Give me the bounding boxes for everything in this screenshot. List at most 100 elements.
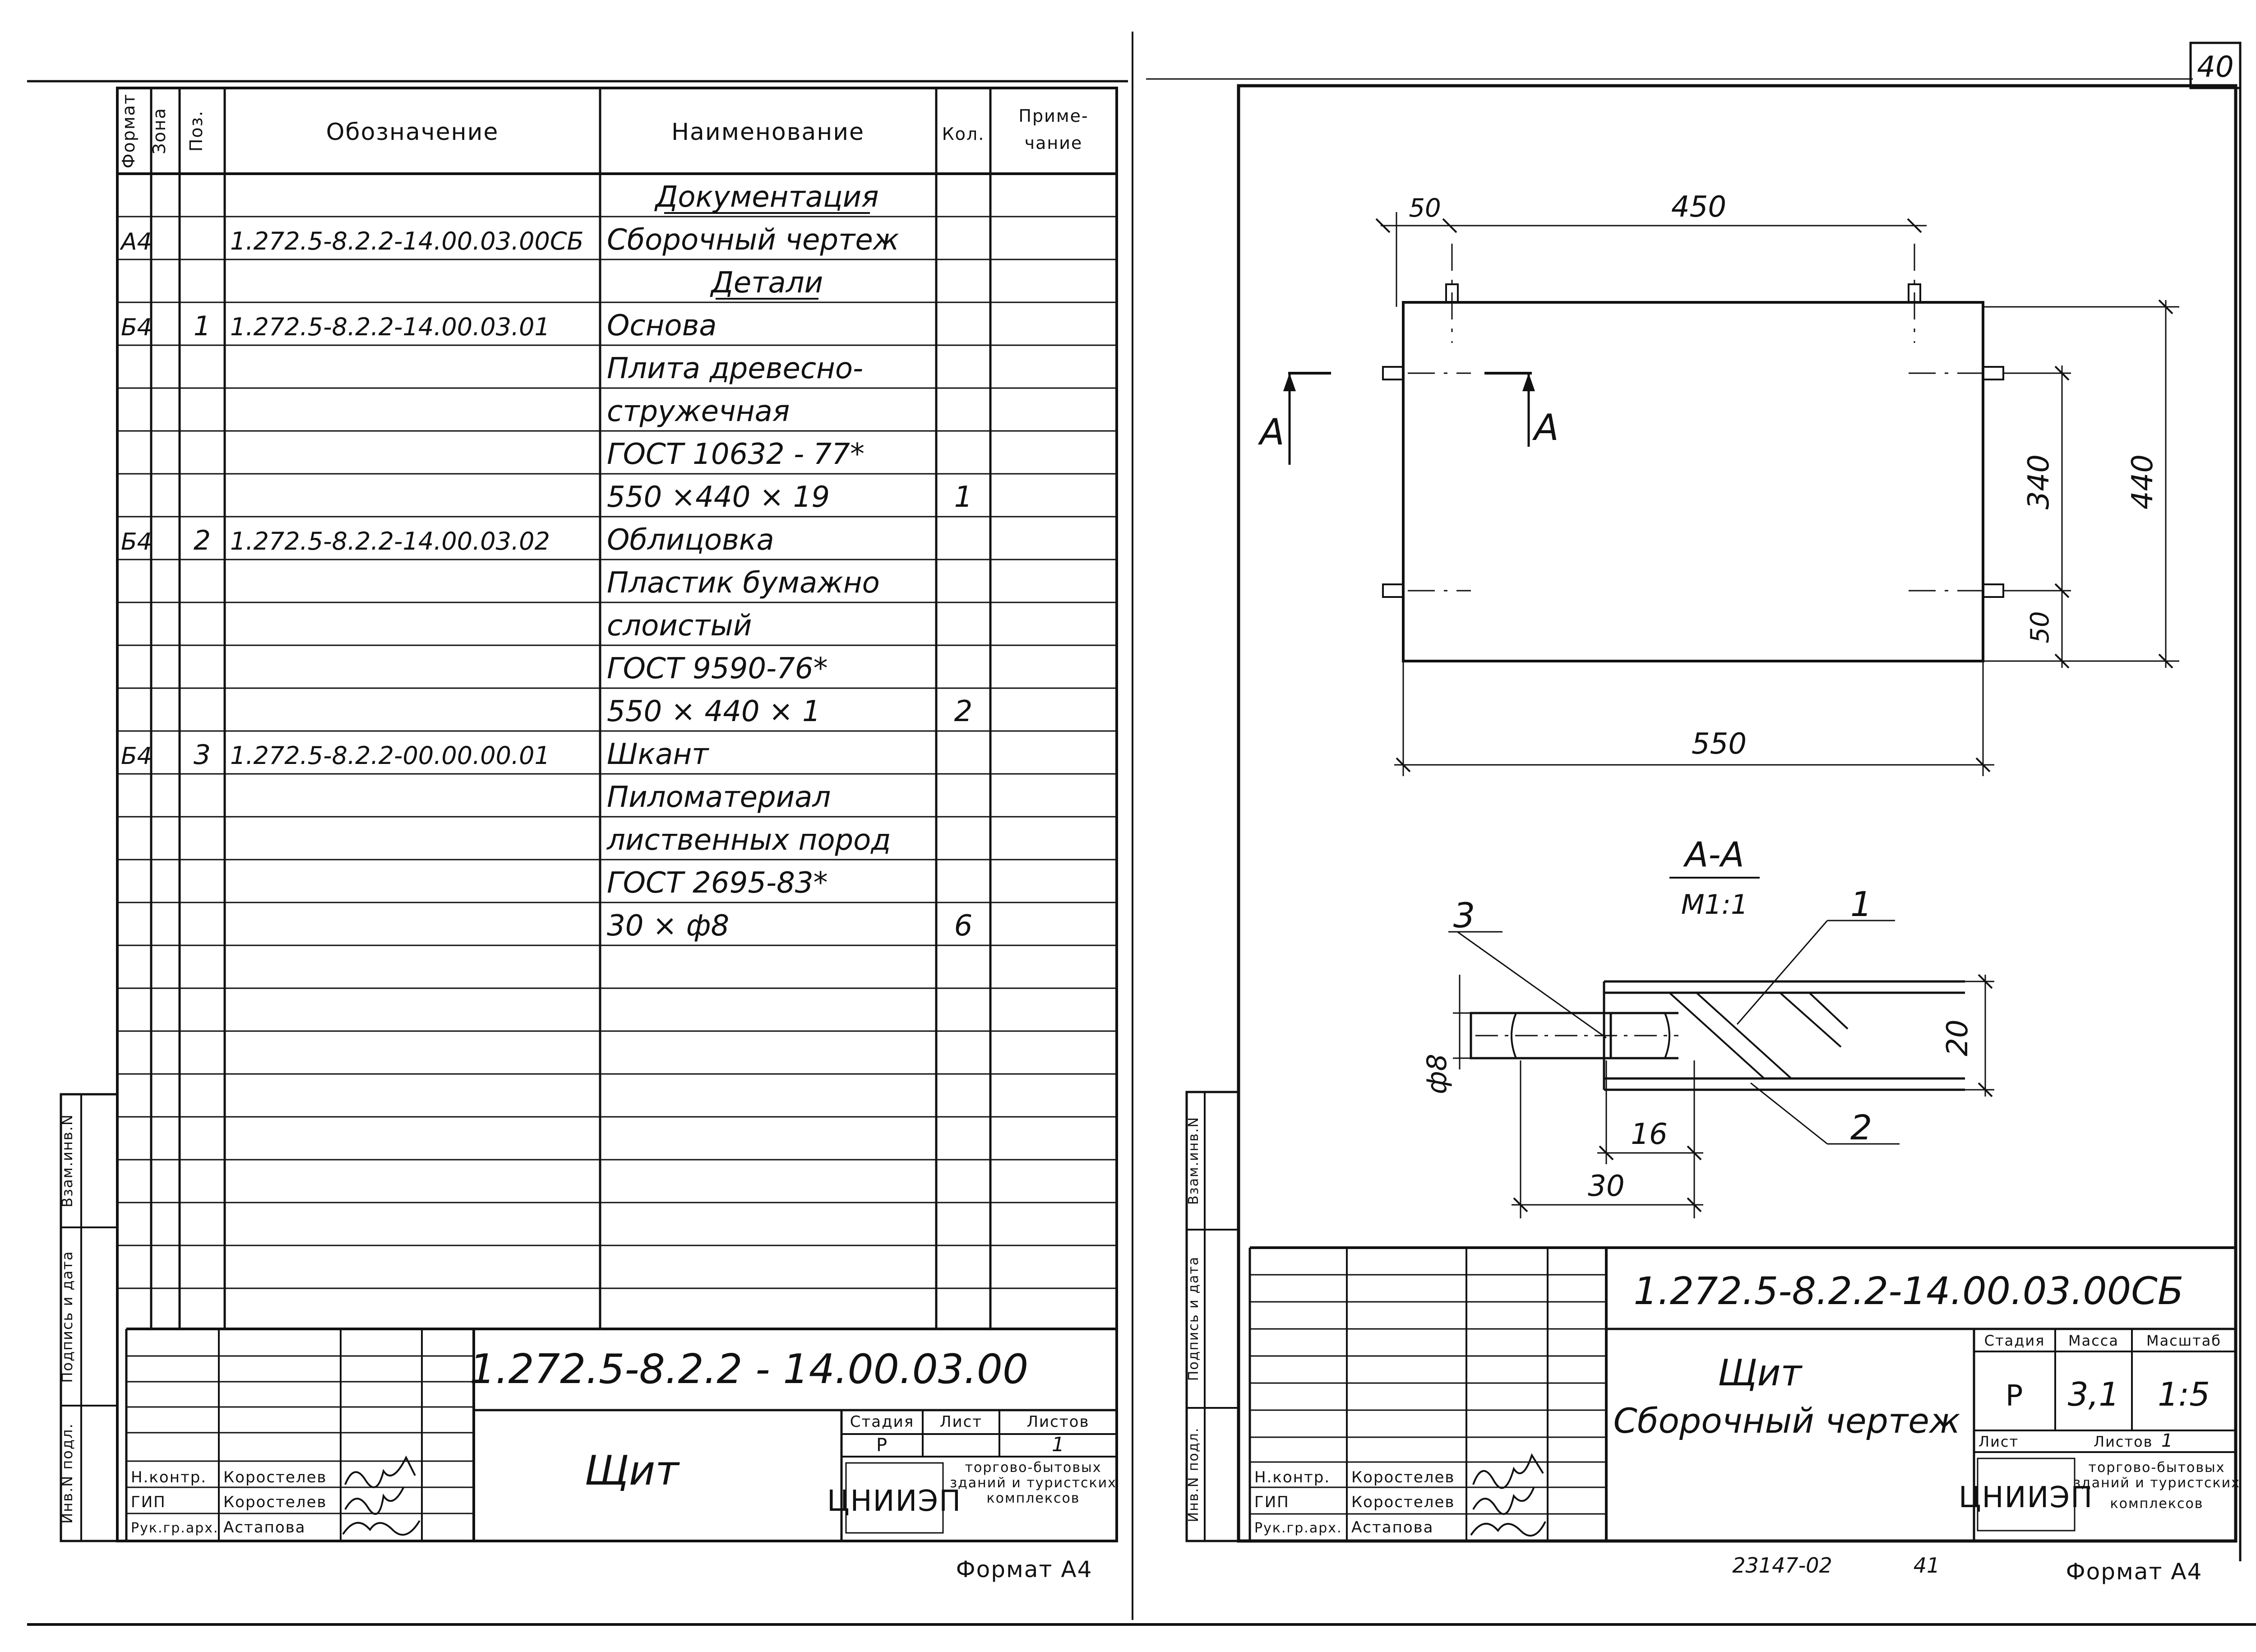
- asm-stage-label: Стадия: [1984, 1332, 2045, 1349]
- spec-row-format: А4: [120, 228, 152, 255]
- spec-row-name: слоистый: [607, 609, 752, 643]
- callout-1: 1: [1850, 884, 1872, 924]
- spec-org-line3: комплексов: [986, 1490, 1080, 1506]
- spec-side-label-replace: Взам.инв.N: [59, 1114, 76, 1208]
- spec-title-code: 1.272.5-8.2.2 - 14.00.03.00: [470, 1346, 1029, 1393]
- dowel-right-upper: [1982, 366, 2004, 380]
- spec-row-name: ГОСТ 10632 - 77*: [607, 438, 864, 471]
- asm-org-line3: комплексов: [2110, 1496, 2203, 1512]
- asm-org-logo: ЦНИИЭП: [1959, 1481, 2093, 1514]
- spec-row-name: Плита древесно-: [607, 352, 863, 385]
- section-arrow-right: [1522, 373, 1535, 391]
- spec-row-name: стружечная: [607, 395, 790, 428]
- asm-signature-2: [1472, 1486, 1535, 1515]
- spec-stage-value: Р: [876, 1435, 888, 1456]
- spec-frame: [116, 87, 1118, 1542]
- spec-row-name: Пластик бумажно: [607, 566, 880, 600]
- spec-row-name: Пиломатериал: [607, 781, 831, 814]
- archive-number: 23147-02: [1732, 1553, 1832, 1578]
- asm-title-code: 1.272.5-8.2.2-14.00.03.00СБ: [1634, 1269, 2184, 1313]
- asm-staff-name-3: Астапова: [1351, 1518, 1434, 1536]
- section-title: А-А: [1683, 834, 1744, 875]
- asm-mass-label: Масса: [2068, 1332, 2119, 1349]
- signature-3: [342, 1520, 421, 1536]
- spec-org-line1: торгово-бытовых: [965, 1460, 1102, 1476]
- asm-side-label-original: Инв.N подл.: [1186, 1427, 1202, 1522]
- spec-staff-name-3: Астапова: [223, 1518, 306, 1536]
- dim-450: 450: [1671, 190, 1726, 224]
- asm-stage-value: Р: [2006, 1379, 2024, 1413]
- spec-row-name: ГОСТ 9590-76*: [607, 652, 828, 685]
- assembly-title-block: 1.272.5-8.2.2-14.00.03.00СБ Щит Сборочны…: [1248, 1246, 2240, 1541]
- spec-sheet-label: Лист: [940, 1413, 982, 1431]
- spec-row-position: 1: [194, 310, 211, 342]
- dim-340: 340: [2022, 454, 2056, 509]
- dim-550: 550: [1692, 727, 1747, 761]
- asm-staff-role-3: Рук.гр.арх.: [1254, 1520, 1342, 1536]
- asm-format-caption: Формат А4: [2066, 1559, 2203, 1585]
- spec-staff-role-1: Н.контр.: [131, 1468, 207, 1486]
- spec-sheets-label: Листов: [1026, 1413, 1089, 1431]
- panel-outline: [1402, 301, 1984, 662]
- spec-row-name: Сборочный чертеж: [607, 223, 899, 257]
- spec-stage-label: Стадия: [850, 1413, 914, 1431]
- section-scale: М1:1: [1681, 889, 1748, 921]
- spec-row-name: 30 × ф8: [607, 909, 729, 943]
- dim-50-top: 50: [1409, 194, 1441, 223]
- spec-row-quantity: 2: [954, 695, 973, 728]
- spec-row-position: 3: [194, 739, 211, 771]
- header-position: Поз.: [186, 110, 206, 152]
- callout-3: 3: [1453, 895, 1475, 935]
- callout-2: 2: [1850, 1107, 1872, 1148]
- asm-mass-value: 3,1: [2068, 1375, 2120, 1413]
- spec-staff-role-2: ГИП: [131, 1493, 166, 1511]
- section-dim-30: 30: [1588, 1170, 1624, 1203]
- dowel-left-upper: [1382, 366, 1404, 380]
- spec-row-format: Б4: [121, 743, 152, 770]
- assembly-side-strip: Взам.инв.N Подпись и дата Инв.N подл.: [1185, 1091, 1240, 1542]
- spec-row-quantity: 1: [954, 481, 973, 514]
- spec-row-format: Б4: [121, 314, 152, 341]
- spec-row-designation: 1.272.5-8.2.2-14.00.03.00СБ: [230, 227, 584, 255]
- spec-row-position: 2: [194, 525, 211, 556]
- signature-1: [344, 1455, 416, 1488]
- header-format: Формат: [119, 93, 139, 168]
- spec-org-logo-box: [845, 1462, 944, 1534]
- spec-row-name: Документация: [654, 180, 878, 214]
- sheet-number-box: [2189, 42, 2242, 89]
- asm-title-name-line2: Сборочный чертеж: [1613, 1401, 1960, 1441]
- spec-side-label-signature: Подпись и дата: [59, 1250, 76, 1383]
- dowel-left-lower: [1382, 583, 1404, 598]
- asm-sheets-value: 1: [2161, 1430, 2173, 1451]
- spec-format-caption: Формат А4: [956, 1556, 1093, 1583]
- asm-scale-value: 1:5: [2158, 1375, 2210, 1413]
- spec-row-designation: 1.272.5-8.2.2-00.00.00.01: [230, 741, 550, 770]
- asm-sheet-label: Лист: [1979, 1433, 2019, 1450]
- page-number: 41: [1914, 1553, 1940, 1578]
- specification-sheet: Формат Зона Поз. Обозначение Наименовани…: [59, 87, 1118, 1583]
- spec-sheets-value: 1: [1052, 1433, 1064, 1456]
- dim-50-right: 50: [2025, 611, 2055, 643]
- asm-org-line1: торгово-бытовых: [2089, 1460, 2225, 1476]
- spec-column-lines: [150, 88, 992, 1329]
- header-note-line2: чание: [1025, 133, 1083, 153]
- asm-staff-role-1: Н.контр.: [1254, 1468, 1330, 1486]
- spec-title-name: Щит: [584, 1447, 680, 1495]
- spec-staff-name-2: Коростелев: [223, 1493, 327, 1511]
- asm-org-line2: зданий и туристских: [2073, 1475, 2240, 1491]
- signature-2: [344, 1486, 405, 1515]
- section-arrow-left: [1283, 373, 1296, 391]
- section-hatching: [1669, 992, 1849, 1079]
- section-view: А-А М1:1 3 1 2: [1421, 834, 1994, 1218]
- section-mark-right: А: [1532, 407, 1559, 449]
- asm-signature-3: [1470, 1521, 1546, 1537]
- asm-title-name-line1: Щит: [1718, 1352, 1803, 1394]
- asm-side-label-replace: Взам.инв.N: [1186, 1116, 1202, 1205]
- spec-staff-role-3: Рук.гр.арх.: [131, 1520, 219, 1536]
- spec-row-format: Б4: [121, 528, 152, 555]
- spec-row-name: ГОСТ 2695-83*: [607, 866, 828, 900]
- asm-sheets-label: Листов: [2094, 1433, 2153, 1450]
- spec-row-name: лиственных пород: [606, 824, 891, 857]
- asm-staff-name-1: Коростелев: [1351, 1468, 1455, 1486]
